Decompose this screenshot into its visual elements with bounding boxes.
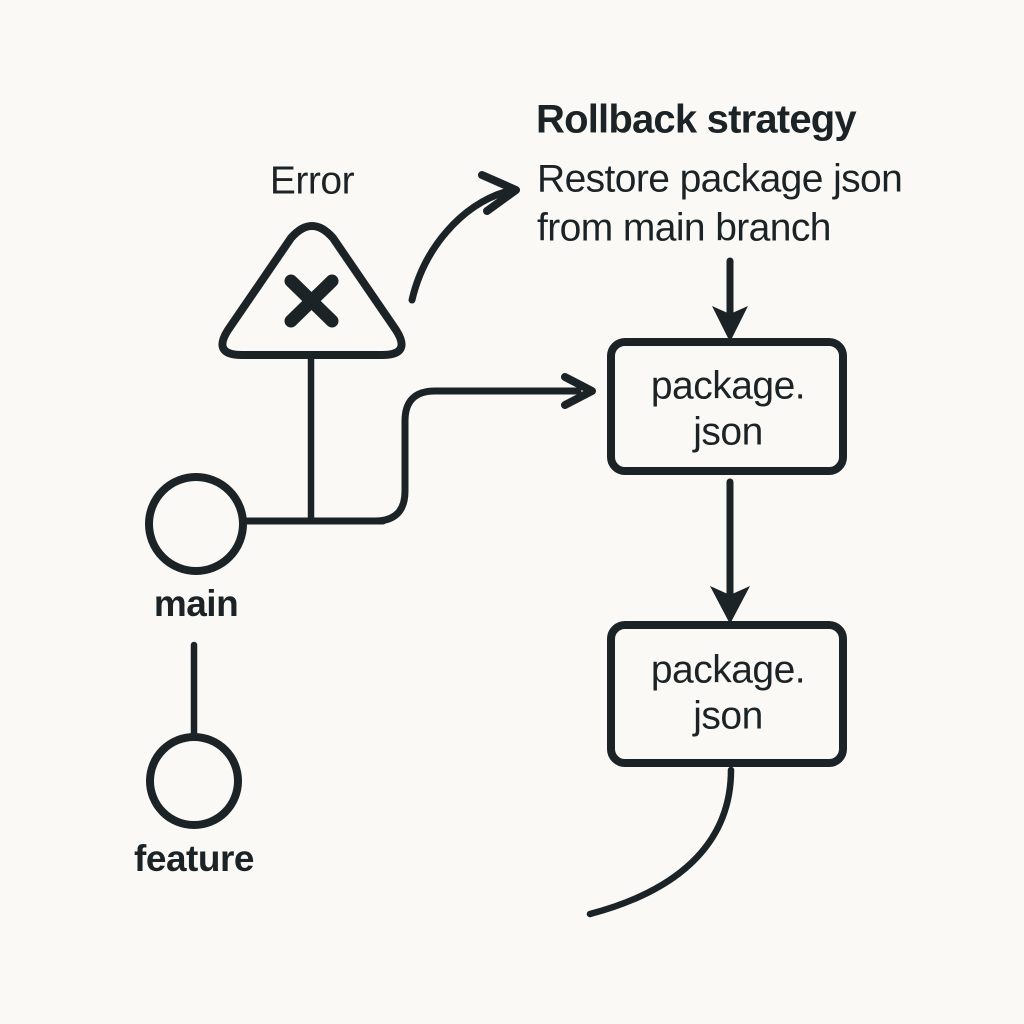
- file-box-bottom-line1: package.: [651, 648, 805, 691]
- connector-note-to-file-top: [712, 257, 748, 342]
- file-box-top-line2: json: [692, 410, 763, 453]
- file-box-top-line1: package.: [651, 364, 805, 407]
- file-box-bottom-line2: json: [692, 694, 763, 737]
- branch-label-main: main: [154, 583, 238, 624]
- connector-file-bottom-tail: [586, 766, 735, 918]
- error-label: Error: [270, 159, 355, 202]
- file-box-package-json-top[interactable]: package. json: [607, 338, 847, 475]
- file-box-package-json-bottom[interactable]: package. json: [607, 621, 847, 767]
- connector-main-to-file-top: [371, 373, 596, 525]
- branch-node-feature[interactable]: [146, 733, 242, 829]
- annotation-title: Rollback strategy: [536, 98, 857, 142]
- rollback-strategy-annotation: Rollback strategy Restore package json f…: [536, 98, 903, 250]
- error-warning-triangle-icon[interactable]: [218, 222, 406, 359]
- branch-label-feature: feature: [134, 838, 254, 879]
- branch-node-main[interactable]: [145, 473, 247, 575]
- connector-error-to-note: [408, 171, 520, 304]
- connector-file-top-to-file-bottom: [710, 478, 750, 624]
- annotation-line-2: from main branch: [537, 206, 831, 249]
- annotation-line-1: Restore package json: [537, 157, 902, 200]
